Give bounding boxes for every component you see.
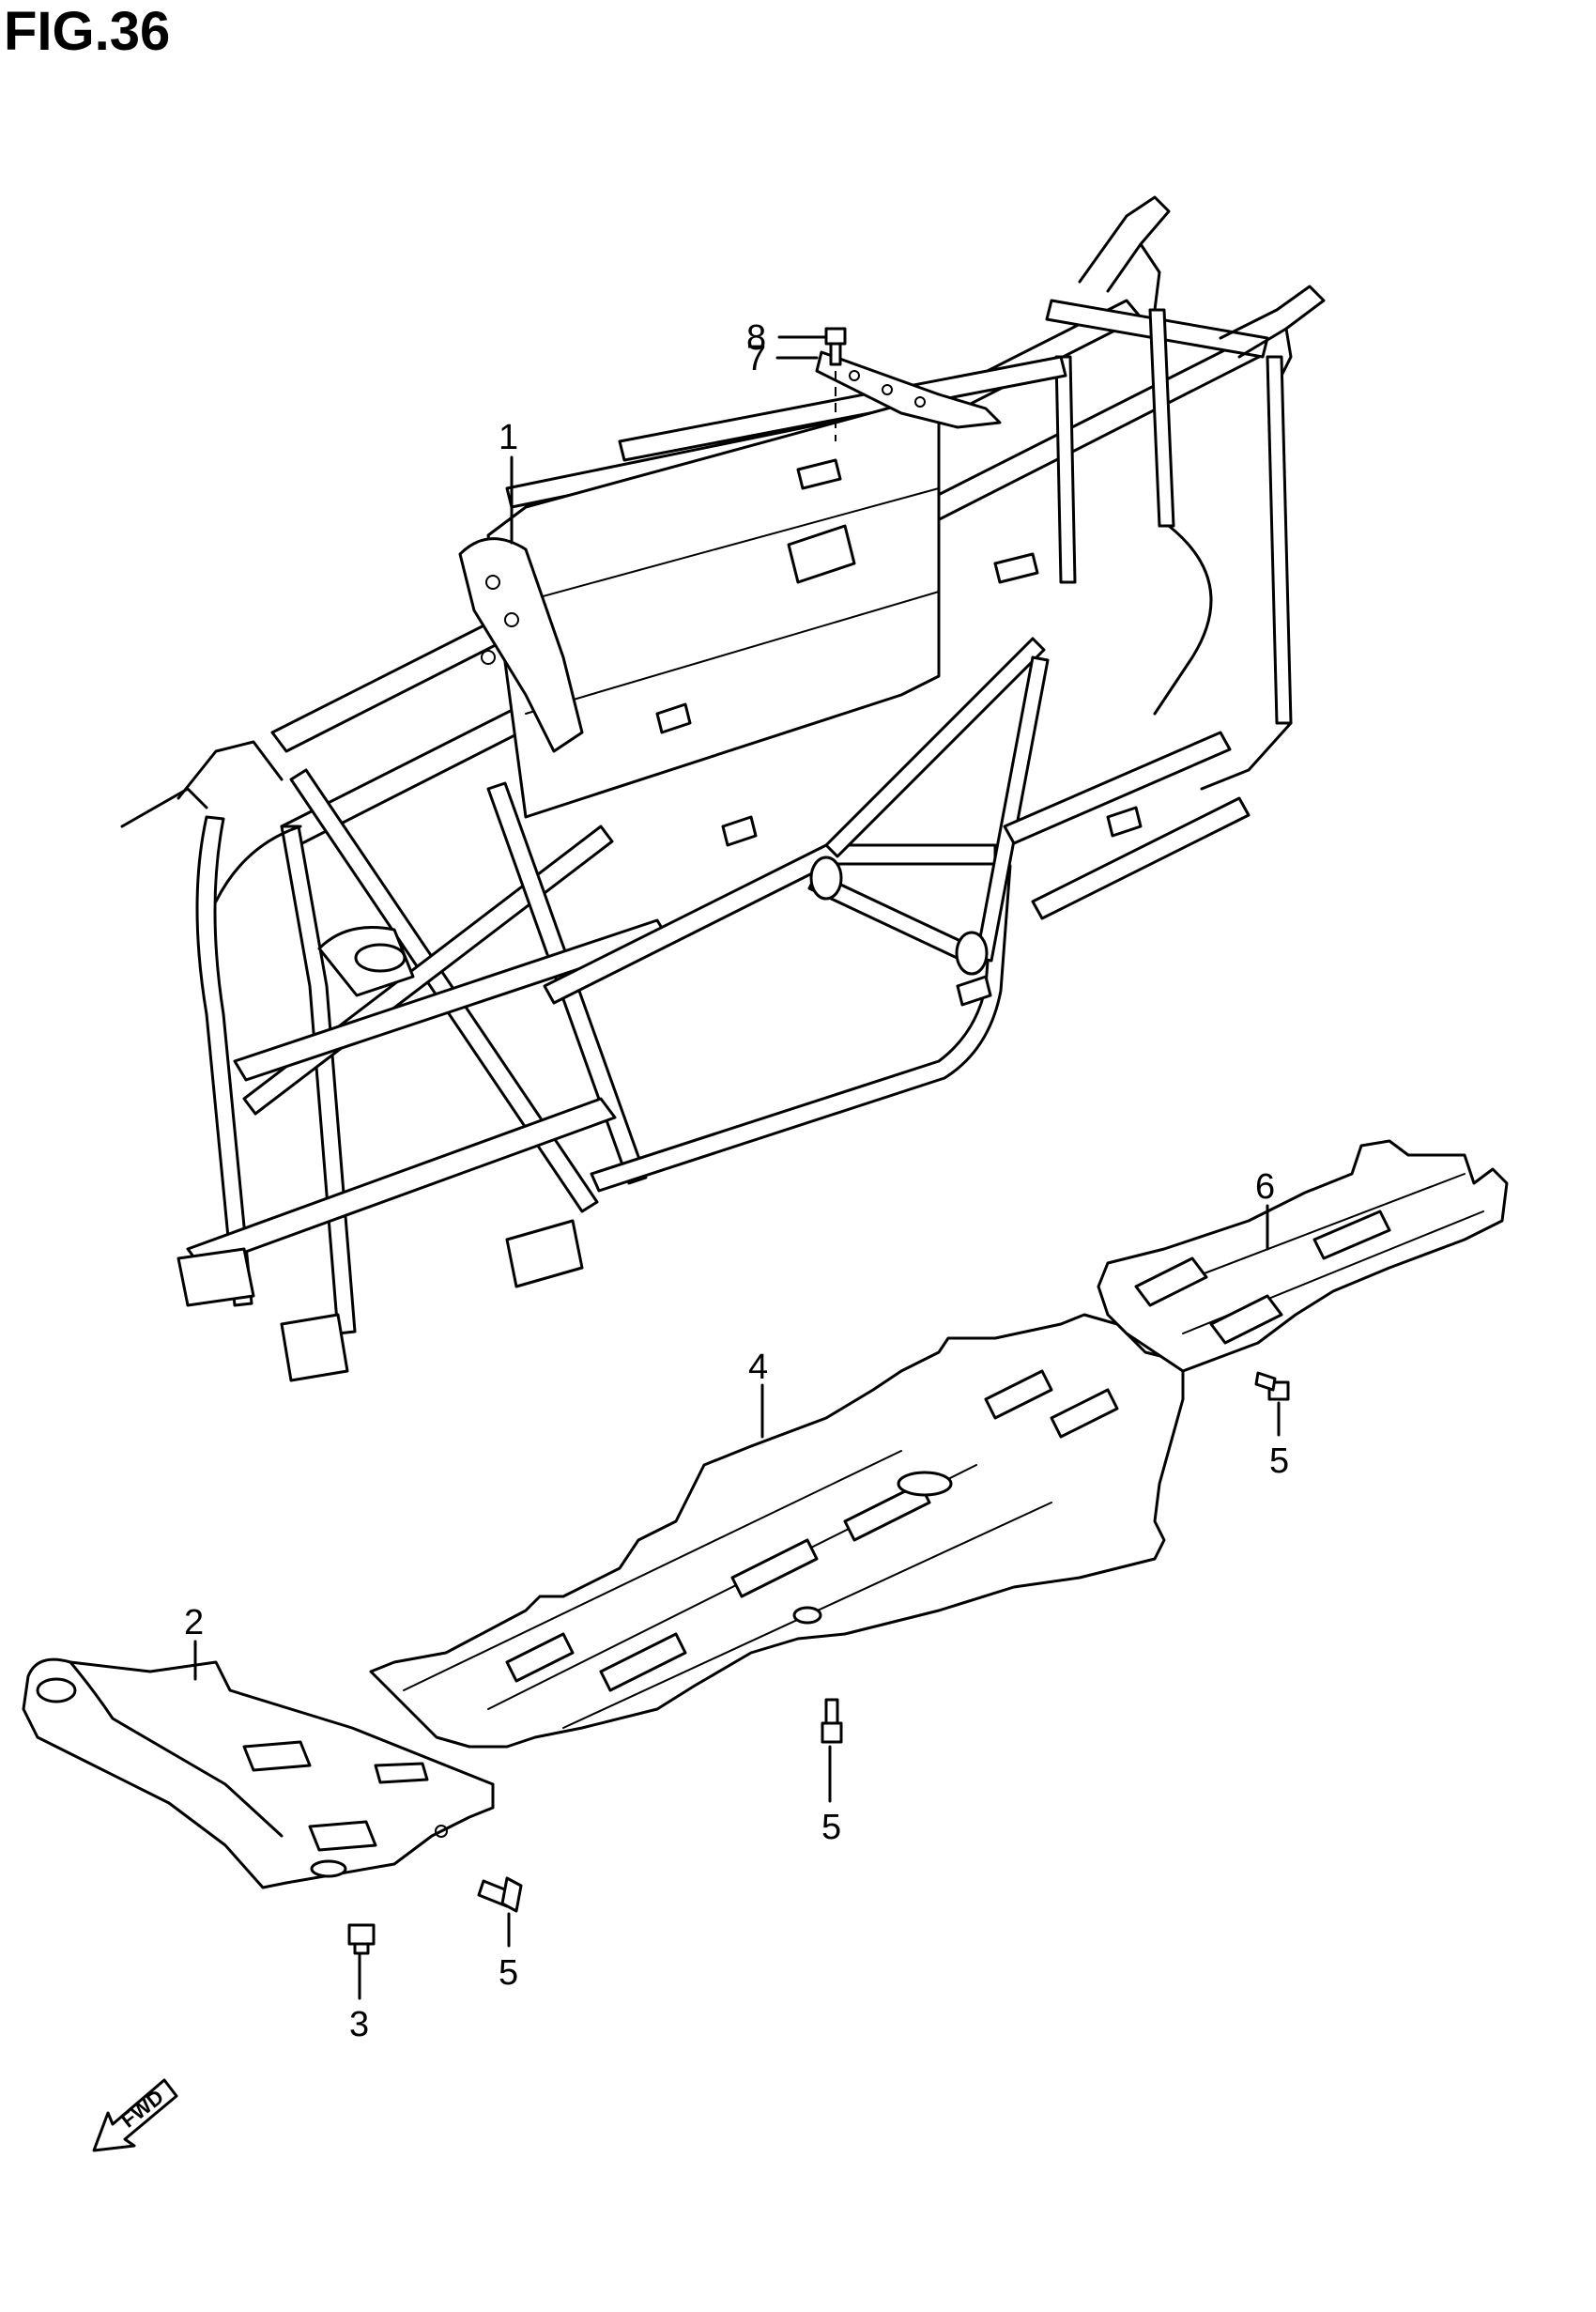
bolt-part-3[interactable] [347, 1923, 376, 1955]
callout-1: 1 [499, 418, 518, 457]
front-skid-plate-part-2[interactable] [22, 1657, 495, 1889]
callout-8: 8 [746, 318, 766, 358]
figure-title: FIG.36 [4, 1, 171, 62]
rear-skid-plate-part-6[interactable] [1097, 1139, 1509, 1373]
bolt-part-5-rear[interactable] [1254, 1371, 1290, 1401]
frame-assembly[interactable] [120, 195, 1326, 1382]
callout-5-front: 5 [499, 1953, 518, 1993]
callout-3: 3 [349, 2005, 369, 2044]
callout-5-rear: 5 [1269, 1441, 1289, 1481]
bracket-part-7[interactable] [815, 350, 1002, 429]
bolt-part-5-front[interactable] [477, 1876, 523, 1913]
center-skid-plate-part-4[interactable] [369, 1313, 1185, 1749]
fwd-arrow-icon: FWD [92, 2078, 178, 2152]
callout-2: 2 [184, 1603, 204, 1642]
callout-6: 6 [1255, 1167, 1275, 1207]
leader-lines [193, 335, 1281, 2000]
bolt-part-8[interactable] [824, 327, 847, 366]
callout-5-center: 5 [821, 1808, 841, 1847]
bolt-part-5-center[interactable] [821, 1698, 843, 1744]
callout-7: 7 [746, 339, 766, 378]
callout-4: 4 [748, 1348, 768, 1387]
